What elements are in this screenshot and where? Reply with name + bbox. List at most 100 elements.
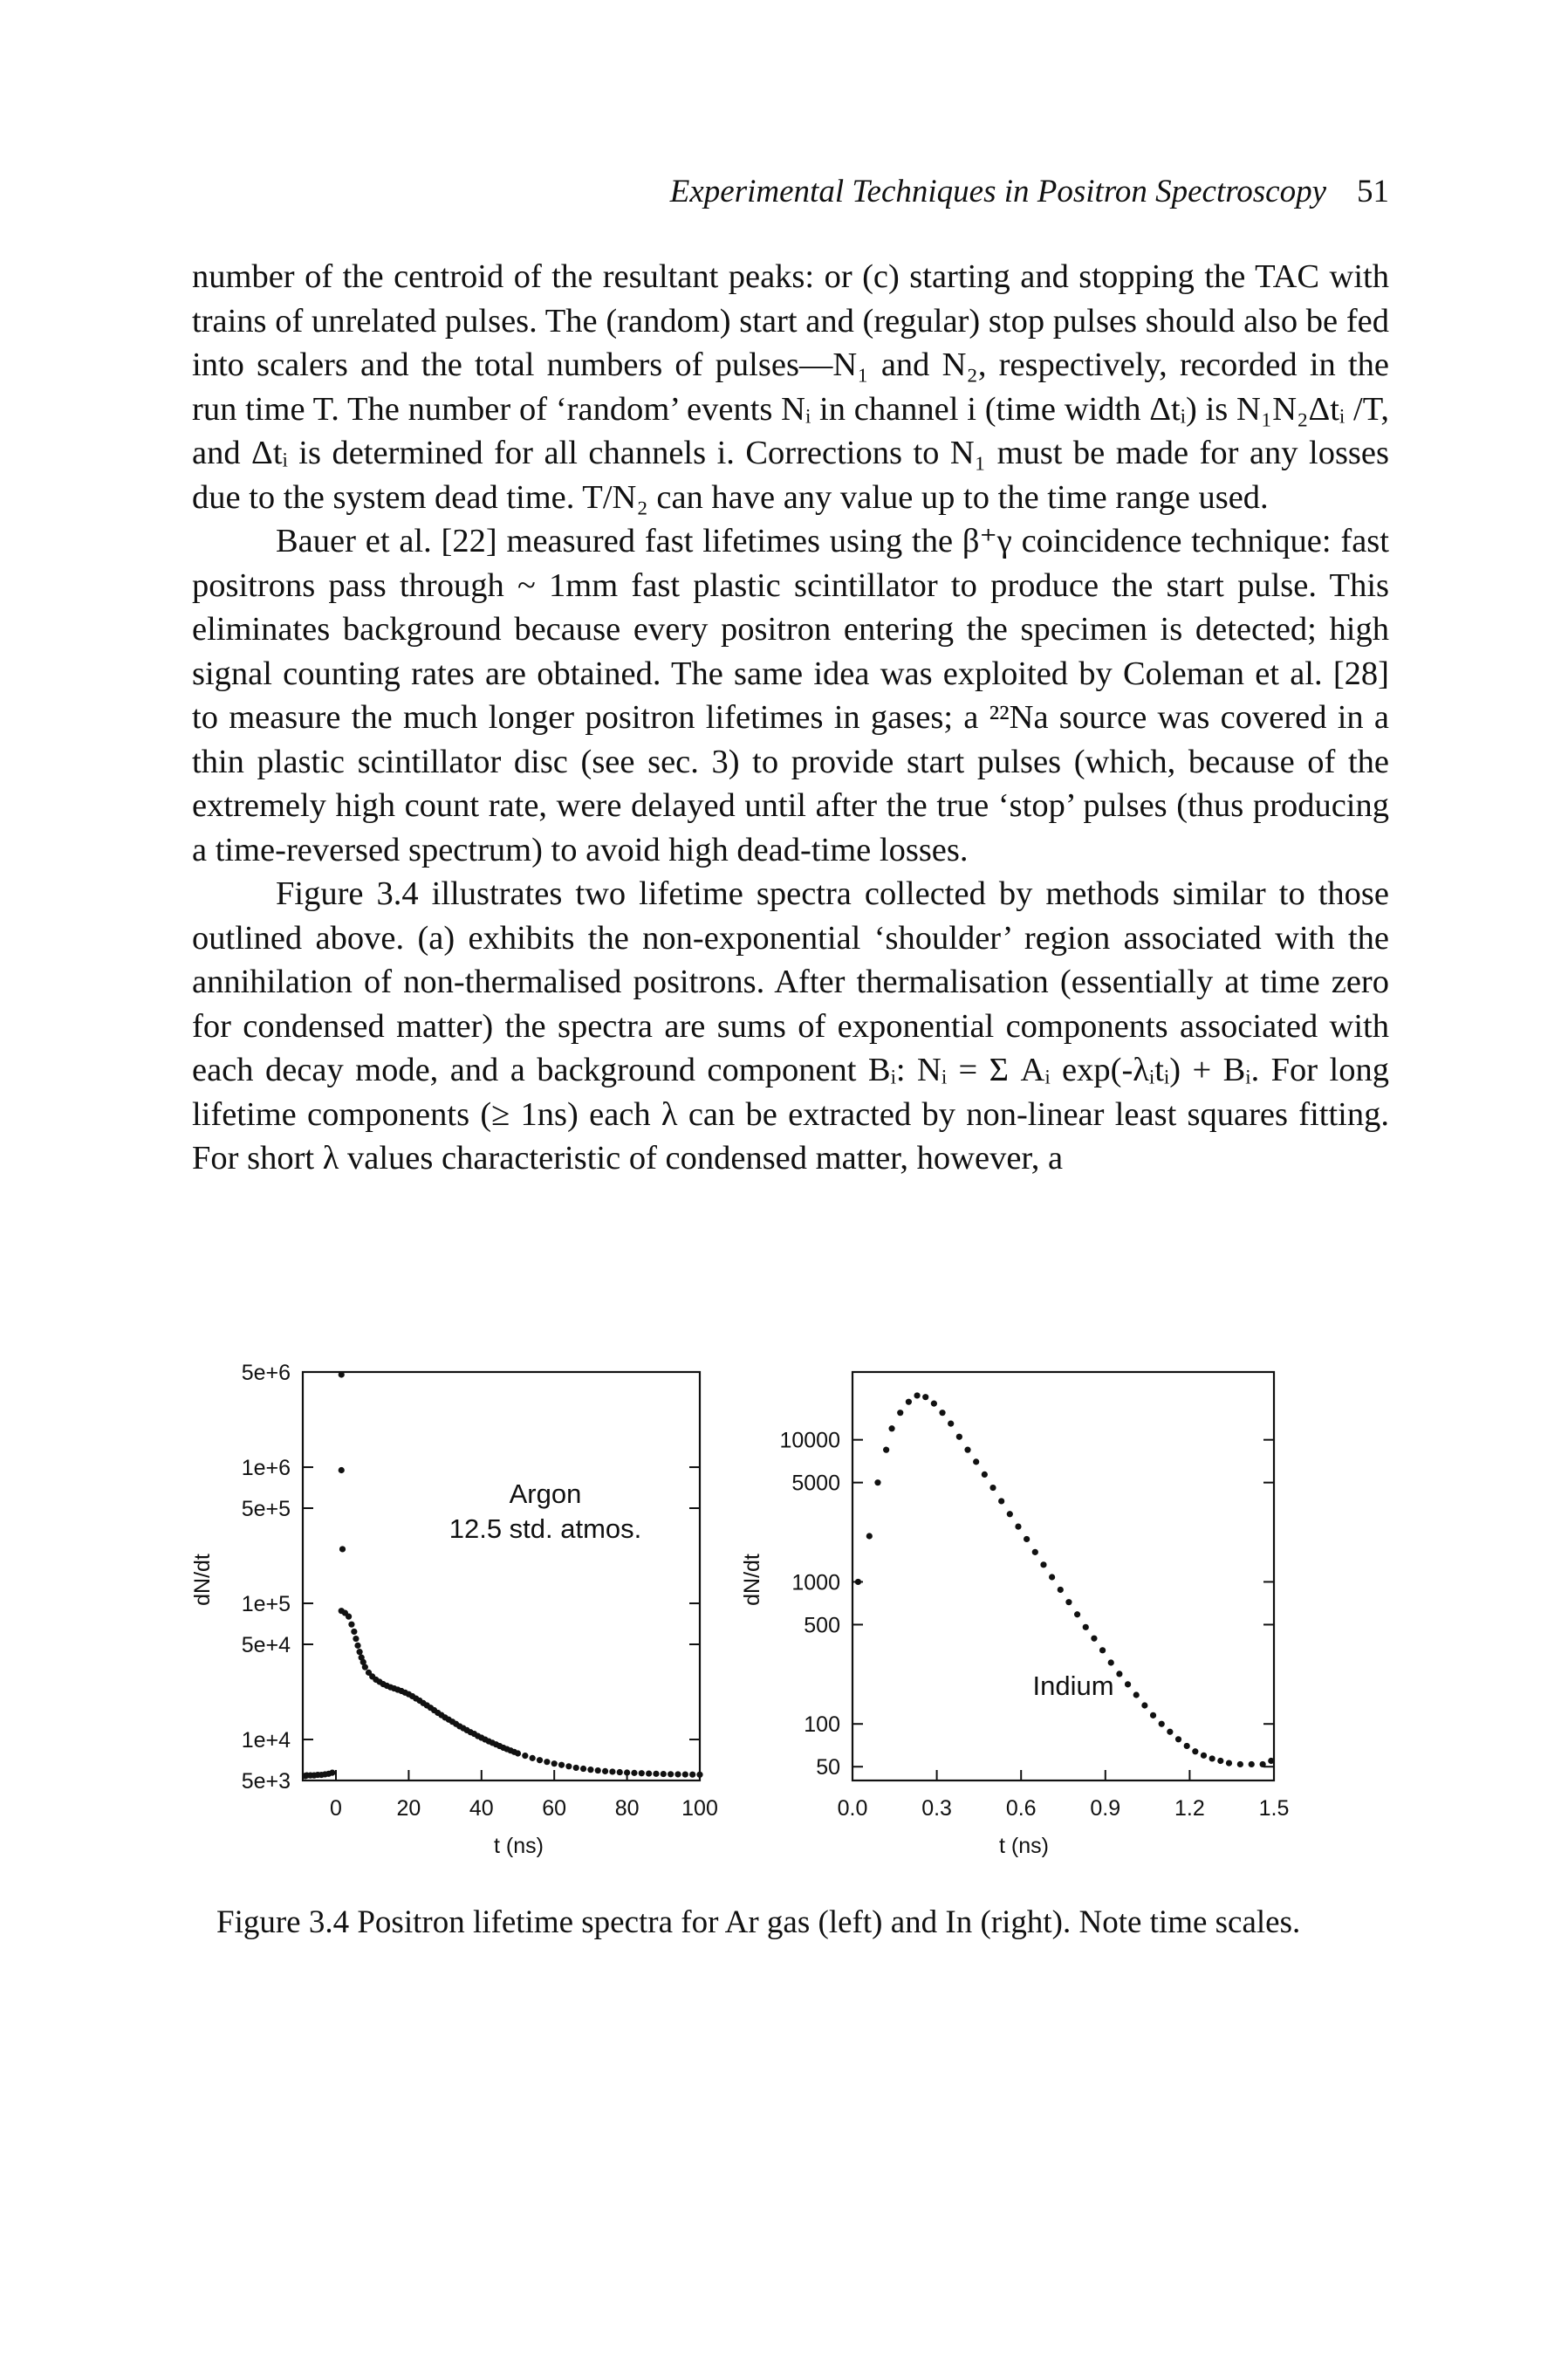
indium-data-point xyxy=(922,1394,929,1401)
indium-data-point xyxy=(1124,1681,1132,1688)
argon-data-point xyxy=(365,1669,373,1676)
argon-data-point xyxy=(660,1770,667,1778)
argon-xtick-label: 60 xyxy=(542,1796,566,1821)
paragraph-3: Figure 3.4 illustrates two lifetime spec… xyxy=(192,875,1389,1177)
indium-data-point xyxy=(1031,1548,1038,1555)
indium-data-point xyxy=(854,1578,862,1586)
indium-data-point xyxy=(948,1420,955,1427)
indium-ytick-label: 1000 xyxy=(791,1570,840,1595)
indium-data-point xyxy=(1236,1760,1243,1768)
argon-data-point xyxy=(351,1628,358,1636)
argon-xtick-label: 80 xyxy=(615,1796,640,1821)
argon-data-point xyxy=(653,1770,660,1777)
indium-data-point xyxy=(973,1458,980,1465)
argon-data-point xyxy=(338,1371,345,1378)
argon-xtick-label: 20 xyxy=(396,1796,421,1821)
indium-data-point xyxy=(1192,1748,1199,1755)
argon-data-point xyxy=(338,1466,345,1474)
argon-data-point xyxy=(616,1768,623,1776)
argon-data-point xyxy=(522,1753,529,1760)
argon-data-point xyxy=(587,1767,594,1773)
indium-xtick-label: 1.5 xyxy=(1259,1796,1290,1821)
indium-data-point xyxy=(1024,1535,1030,1543)
indium-data-point xyxy=(1174,1736,1182,1743)
indium-data-point xyxy=(1091,1635,1098,1642)
indium-data-point xyxy=(888,1425,895,1432)
argon-data-point xyxy=(572,1764,579,1772)
argon-data-point xyxy=(646,1770,653,1777)
indium-data-point xyxy=(1200,1752,1208,1759)
argon-ytick-label: 1e+4 xyxy=(242,1728,291,1753)
indium-data-point xyxy=(955,1433,962,1440)
argon-data-point xyxy=(345,1613,353,1620)
argon-data-point xyxy=(631,1769,638,1776)
indium-data-point xyxy=(981,1471,988,1478)
argon-data-point xyxy=(356,1649,363,1656)
indium-xtick-label: 0.3 xyxy=(921,1796,952,1821)
argon-data-point xyxy=(565,1763,572,1770)
page-header: Experimental Techniques in Positron Spec… xyxy=(192,173,1389,216)
indium-ytick-label: 5000 xyxy=(791,1472,840,1496)
indium-data-point xyxy=(1141,1702,1148,1709)
indium-data-point xyxy=(1248,1760,1255,1768)
argon-ytick-label: 1e+5 xyxy=(242,1592,291,1616)
argon-data-point xyxy=(359,1658,366,1665)
argon-data-point xyxy=(594,1767,601,1774)
argon-ytick-label: 5e+4 xyxy=(242,1633,291,1657)
argon-data-point xyxy=(668,1771,674,1778)
argon-data-point xyxy=(544,1759,551,1766)
indium-data-point xyxy=(1049,1574,1056,1581)
indium-data-point xyxy=(1099,1647,1106,1654)
indium-xlabel: t (ns) xyxy=(999,1834,1049,1858)
indium-ytick-label: 50 xyxy=(816,1755,840,1780)
argon-plot-frame xyxy=(301,1370,702,1782)
indium-data-point xyxy=(1133,1691,1140,1698)
argon-xtick-label: 0 xyxy=(330,1796,342,1821)
argon-data-point xyxy=(514,1750,522,1757)
paragraph-2: Bauer et al. [22] measured fast lifetime… xyxy=(192,523,1389,868)
indium-ytick-label: 100 xyxy=(804,1712,840,1737)
argon-data-point xyxy=(601,1767,609,1774)
argon-annotation: Argon xyxy=(510,1478,582,1509)
argon-data-point xyxy=(638,1770,645,1777)
indium-ytick-label: 10000 xyxy=(779,1429,840,1453)
indium-data-point xyxy=(1268,1757,1275,1765)
figure-caption: Figure 3.4 Positron lifetime spectra for… xyxy=(216,1904,1301,1940)
argon-annotation: 12.5 std. atmos. xyxy=(449,1513,642,1544)
argon-data-point xyxy=(348,1621,355,1628)
indium-ylabel: dN/dt xyxy=(740,1554,764,1606)
argon-data-point xyxy=(339,1546,346,1553)
argon-data-point xyxy=(558,1761,565,1768)
indium-xtick-label: 1.2 xyxy=(1174,1796,1205,1821)
argon-xlabel: t (ns) xyxy=(494,1834,544,1858)
argon-data-point xyxy=(536,1757,544,1764)
indium-xtick-label: 0.6 xyxy=(1006,1796,1037,1821)
indium-data-point xyxy=(866,1533,873,1540)
indium-data-point xyxy=(1107,1659,1114,1666)
argon-xtick-label: 40 xyxy=(469,1796,494,1821)
indium-data-point xyxy=(883,1446,890,1453)
argon-data-point xyxy=(551,1760,558,1767)
argon-data-point xyxy=(354,1642,361,1649)
indium-xtick-label: 0.9 xyxy=(1090,1796,1120,1821)
argon-data-point xyxy=(579,1765,587,1773)
argon-ytick-label: 5e+6 xyxy=(242,1362,291,1385)
argon-ytick-label: 1e+6 xyxy=(242,1456,291,1480)
argon-data-point xyxy=(696,1771,703,1778)
indium-data-point xyxy=(998,1498,1005,1505)
argon-ylabel: dN/dt xyxy=(192,1554,215,1606)
indium-data-point xyxy=(1040,1561,1047,1568)
indium-data-point xyxy=(1015,1523,1022,1530)
indium-data-point xyxy=(914,1392,921,1399)
indium-data-point xyxy=(1225,1760,1233,1767)
body-text: number of the centroid of the resultant … xyxy=(192,255,1389,1181)
argon-ytick-label: 5e+3 xyxy=(242,1769,291,1794)
indium-annotation: Indium xyxy=(1032,1671,1113,1701)
page-number: 51 xyxy=(1357,174,1389,209)
indium-data-point xyxy=(1158,1720,1165,1727)
indium-data-point xyxy=(1217,1757,1224,1765)
indium-plot-frame xyxy=(851,1370,1276,1782)
running-title: Experimental Techniques in Positron Spec… xyxy=(669,174,1326,209)
